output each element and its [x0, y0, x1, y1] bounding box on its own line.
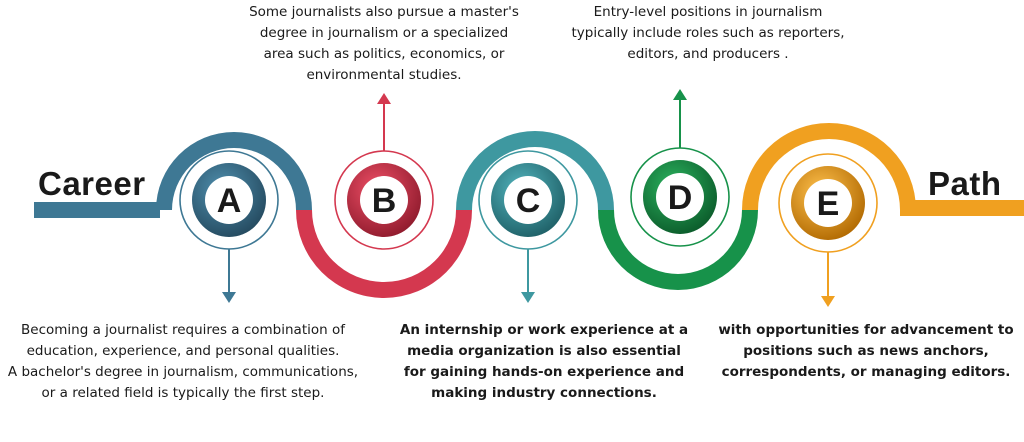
arrow-c-head	[521, 292, 535, 303]
node-e-letter: E	[817, 185, 840, 223]
caption-e: with opportunities for advancement to po…	[718, 322, 1014, 380]
node-e-face	[804, 179, 852, 227]
start-bar	[34, 202, 160, 218]
node-c-face	[504, 176, 552, 224]
arc-b-bottom	[296, 210, 472, 298]
arrow-a-head	[222, 292, 236, 303]
node-c-letter: C	[516, 182, 541, 220]
end-label: Path	[928, 165, 1002, 202]
arc-c-top	[456, 131, 614, 210]
node-a-face	[205, 176, 253, 224]
end-bar	[900, 200, 1024, 216]
start-label: Career	[38, 165, 146, 202]
arc-a-top	[156, 132, 312, 210]
node-d-face	[656, 173, 704, 221]
arrow-b-head	[377, 93, 391, 104]
node-d-letter: D	[668, 179, 693, 217]
caption-b: Some journalists also pursue a master's …	[249, 4, 519, 83]
arrow-d-head	[673, 89, 687, 100]
node-a-letter: A	[217, 182, 242, 220]
caption-c: An internship or work experience at a me…	[399, 322, 689, 401]
arrow-e-head	[821, 296, 835, 307]
arc-d-bottom	[598, 210, 758, 290]
arc-e-top	[742, 123, 916, 210]
caption-a: Becoming a journalist requires a combina…	[7, 322, 359, 401]
node-b-letter: B	[372, 182, 397, 220]
node-b-face	[360, 176, 408, 224]
caption-d: Entry-level positions in journalism typi…	[571, 4, 845, 62]
